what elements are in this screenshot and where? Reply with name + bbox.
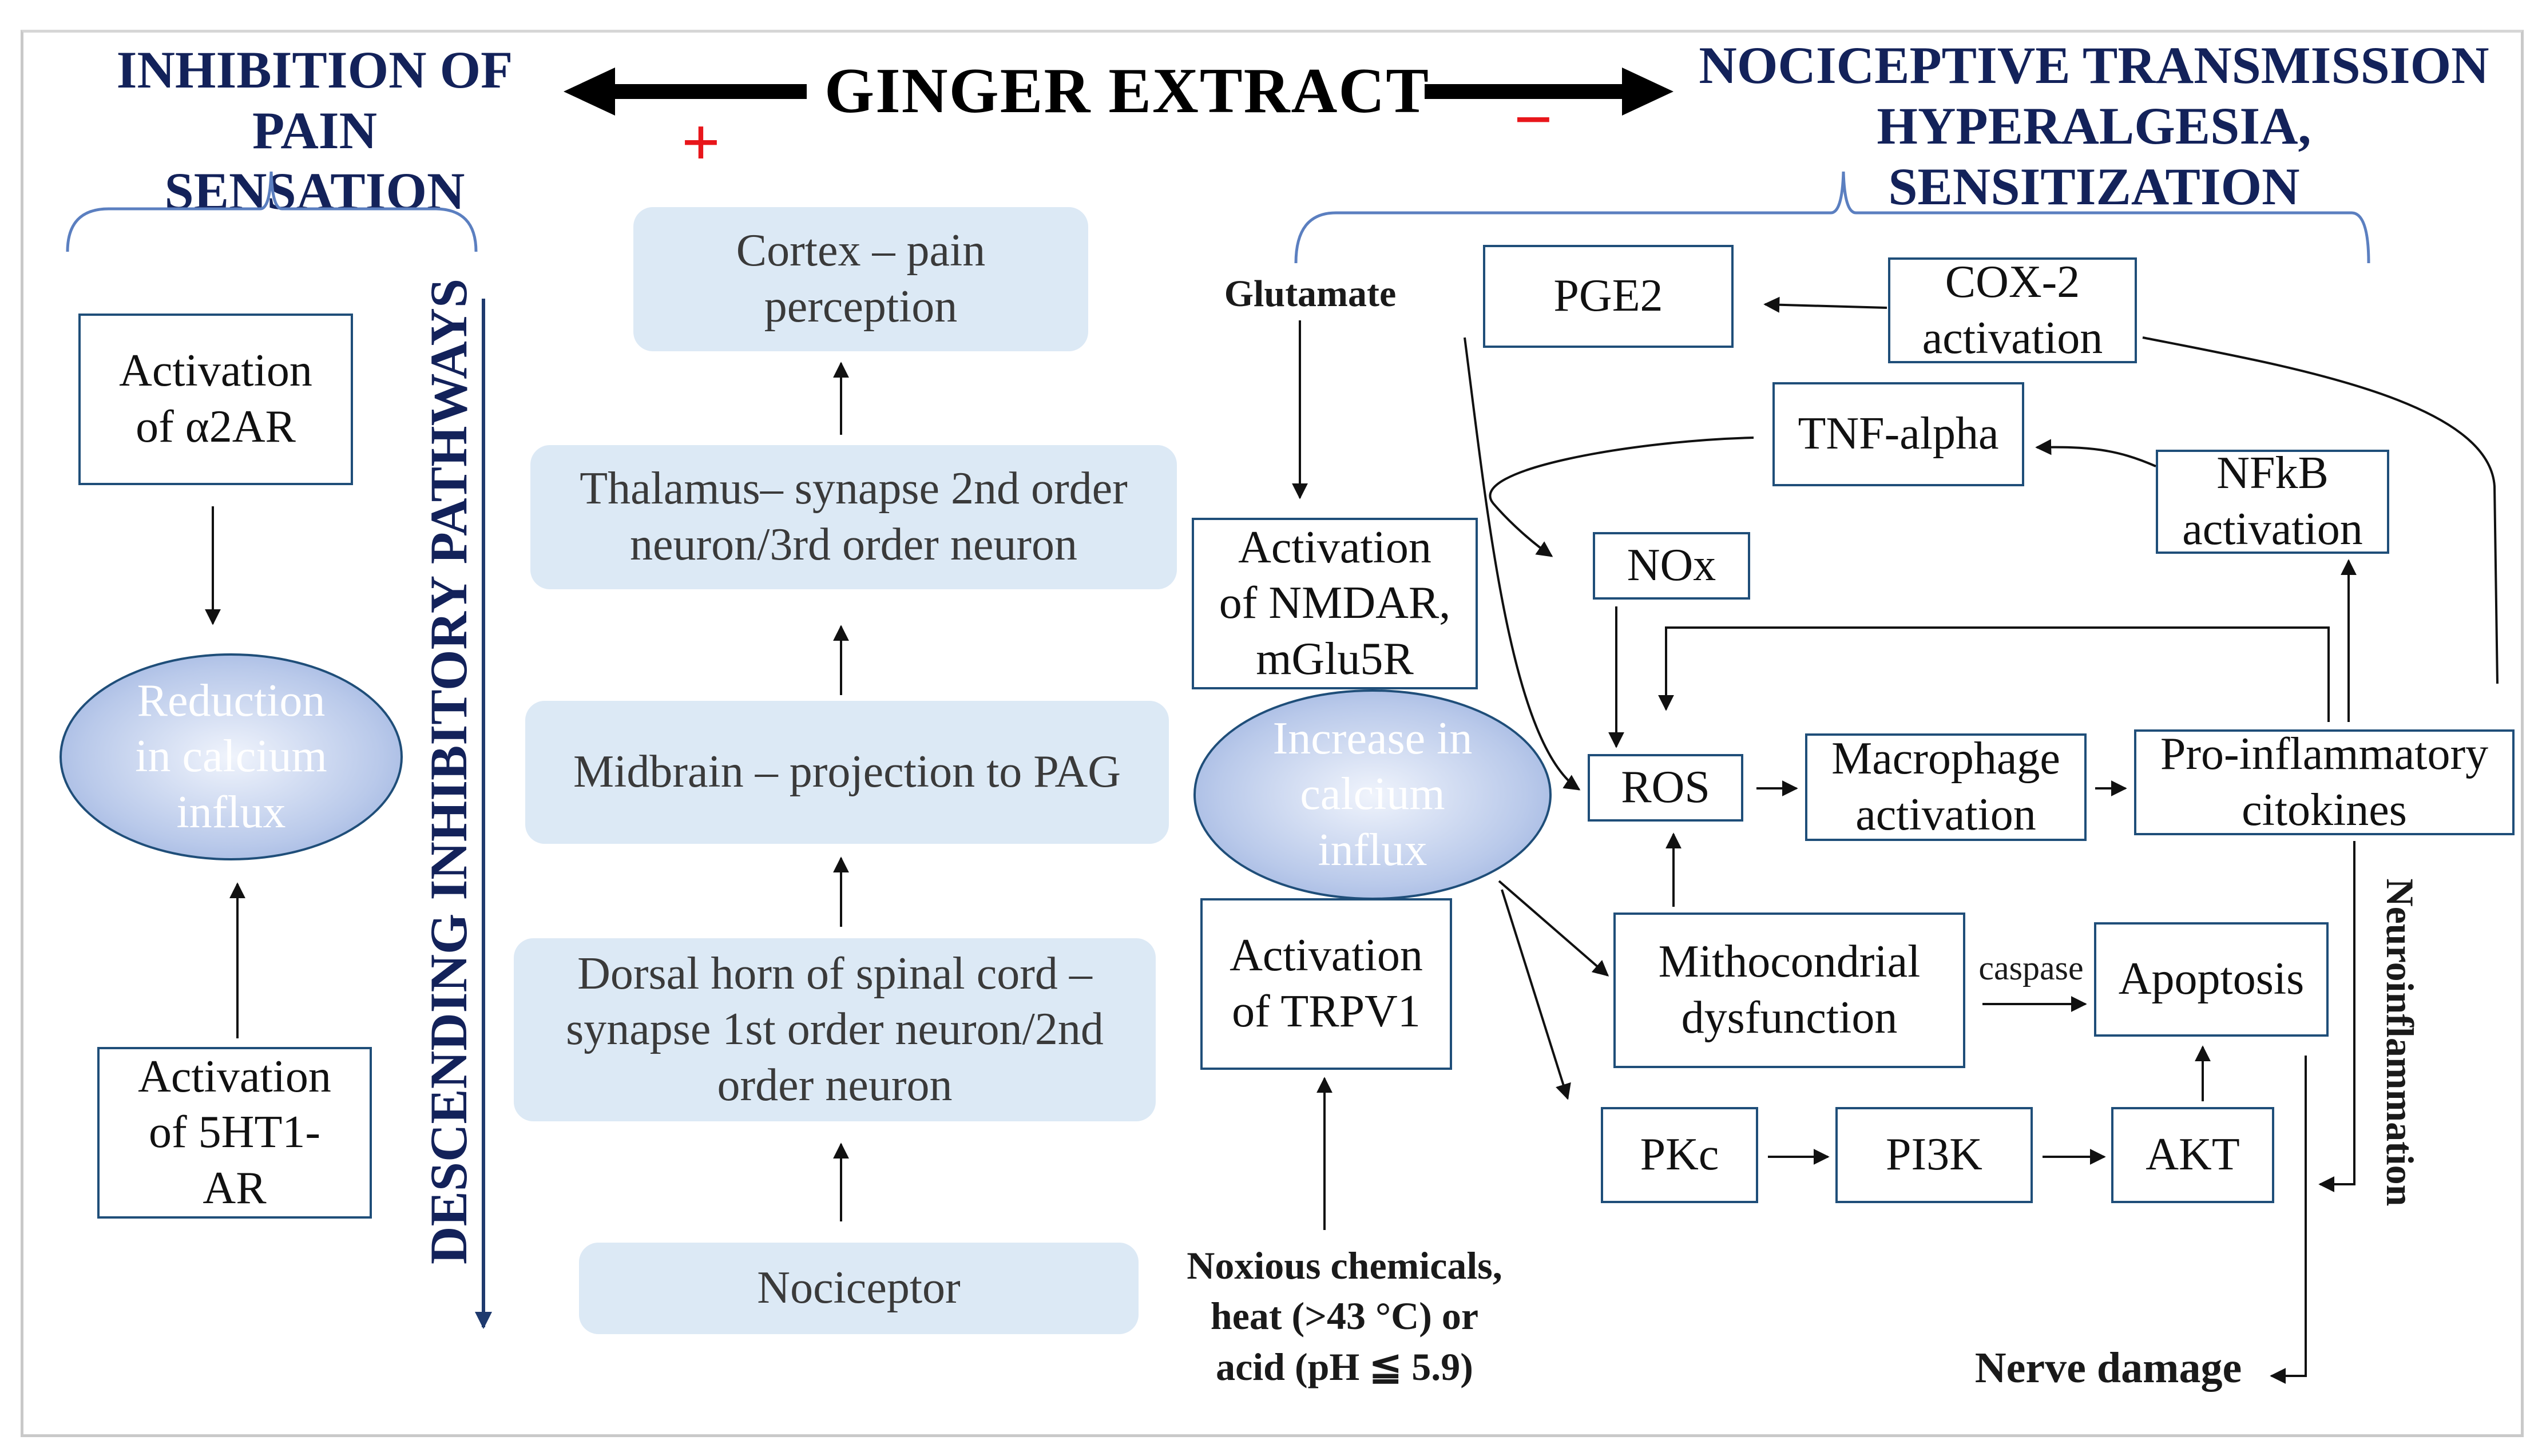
box-cox2: COX-2 activation	[1888, 257, 2137, 363]
box-macrophage: Macrophage activation	[1805, 733, 2087, 841]
box-pge2: PGE2	[1483, 245, 1734, 348]
box-nmdar: Activation of NMDAR, mGlu5R	[1192, 518, 1478, 689]
pill-midbrain: Midbrain – projection to PAG	[525, 701, 1169, 844]
box-ros: ROS	[1588, 754, 1743, 822]
plus-sign: +	[681, 104, 721, 180]
big-arrow-left	[564, 68, 807, 116]
bracket-right	[1294, 171, 2370, 264]
big-arrow-right	[1425, 68, 1673, 116]
arrows	[205, 296, 2499, 1384]
header-center-title: GINGER EXTRACT	[824, 55, 1430, 126]
ellipse-increase-calcium: Increase in calcium influx	[1193, 689, 1552, 900]
box-tnf-alpha: TNF-alpha	[1772, 382, 2024, 486]
pill-dorsal-horn: Dorsal horn of spinal cord – synapse 1st…	[514, 938, 1156, 1121]
box-pkc: PKc	[1601, 1107, 1758, 1203]
box-activation-a2ar: Activation of α2AR	[78, 314, 353, 485]
figure-frame	[21, 30, 2524, 1437]
label-glutamate: Glutamate	[1224, 273, 1397, 315]
pill-thalamus: Thalamus– synapse 2nd order neuron/3rd o…	[530, 445, 1177, 589]
box-nfkb: NFkB activation	[2156, 448, 2389, 554]
box-proinflammatory: Pro-inflammatory citokines	[2134, 729, 2515, 835]
label-caspase: caspase	[1978, 949, 2084, 987]
ellipse-reduction-calcium: Reduction in calcium influx	[60, 653, 403, 860]
box-akt: AKT	[2111, 1107, 2274, 1203]
box-pi3k: PI3K	[1835, 1107, 2033, 1203]
header-left: INHIBITION OF PAIN SENSATION	[116, 41, 513, 220]
pill-nociceptor: Nociceptor	[579, 1243, 1139, 1334]
box-mitochondrial: Mithocondrial dysfunction	[1613, 913, 1965, 1068]
header-right: NOCICEPTIVE TRANSMISSION HYPERALGESIA, S…	[1699, 36, 2489, 216]
label-noxious-stimuli: Noxious chemicals, heat (>43 °C) or acid…	[1187, 1244, 1502, 1388]
label-nerve-damage: Nerve damage	[1974, 1344, 2242, 1392]
box-trpv1: Activation of TRPV1	[1200, 898, 1452, 1070]
box-apoptosis: Apoptosis	[2094, 922, 2329, 1037]
box-activation-5ht1ar: Activation of 5HT1- AR	[97, 1047, 372, 1219]
pill-cortex: Cortex – pain perception	[633, 207, 1088, 351]
box-nox: NOx	[1593, 532, 1750, 600]
bracket-left	[66, 171, 478, 252]
